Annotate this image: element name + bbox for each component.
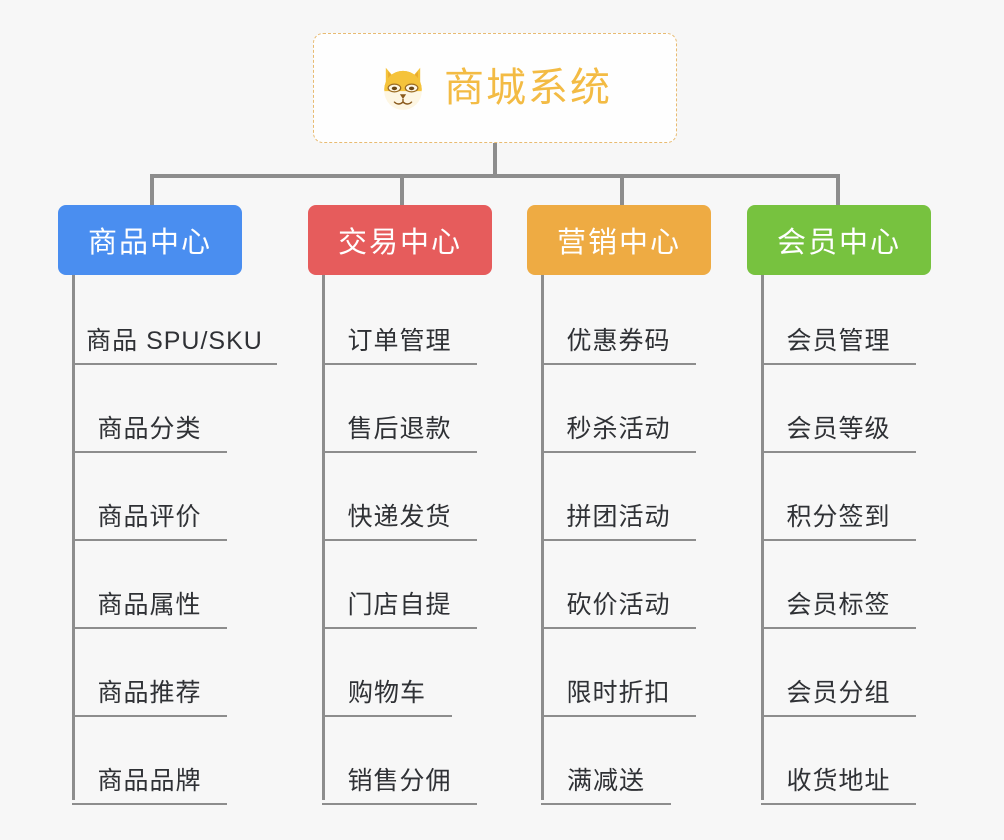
leaf-item[interactable]: 秒杀活动 [541,363,696,453]
connector-drop-1 [150,174,154,206]
leaf-item[interactable]: 会员标签 [761,539,916,629]
leaf-item[interactable]: 售后退款 [322,363,477,453]
leaf-label: 收货地址 [786,767,891,795]
leaf-label: 秒杀活动 [566,415,671,443]
leaf-item[interactable]: 购物车 [322,627,452,717]
category-header-marketing-center[interactable]: 营销中心 [527,205,711,275]
leaf-label: 门店自提 [347,591,452,619]
leaf-item[interactable]: 会员分组 [761,627,916,717]
leaf-label: 满减送 [566,767,645,795]
column-member-center: 会员管理 会员等级 积分签到 会员标签 会员分组 收货地址 [761,275,971,805]
leaf-label: 优惠券码 [566,327,671,355]
leaf-item[interactable]: 会员管理 [761,275,916,365]
leaf-item[interactable]: 积分签到 [761,451,916,541]
leaf-label: 销售分佣 [347,767,452,795]
leaf-item[interactable]: 商品品牌 [72,715,227,805]
leaf-label: 砍价活动 [566,591,671,619]
connector-drop-2 [400,174,404,206]
leaf-item[interactable]: 会员等级 [761,363,916,453]
leaf-label: 会员分组 [786,679,891,707]
leaf-item[interactable]: 优惠券码 [541,275,696,365]
leaf-label: 商品 SPU/SKU [86,327,263,355]
category-header-product-center[interactable]: 商品中心 [58,205,242,275]
category-label: 会员中心 [776,227,901,259]
category-label: 商品中心 [87,227,212,259]
leaf-label: 商品属性 [97,591,202,619]
column-trunk [541,275,544,800]
leaf-item[interactable]: 砍价活动 [541,539,696,629]
leaf-item[interactable]: 快递发货 [322,451,477,541]
leaf-item[interactable]: 销售分佣 [322,715,477,805]
category-header-trade-center[interactable]: 交易中心 [308,205,492,275]
leaf-label: 会员管理 [786,327,891,355]
root-connector-stub [493,143,497,177]
column-product-center: 商品 SPU/SKU 商品分类 商品评价 商品属性 商品推荐 商品品牌 [72,275,282,805]
leaf-label: 商品评价 [97,503,202,531]
leaf-label: 商品推荐 [97,679,202,707]
leaf-label: 购物车 [347,679,426,707]
root-node[interactable]: 商城系统 [313,33,677,143]
leaf-label: 会员标签 [786,591,891,619]
connector-bus [150,174,840,178]
leaf-label: 商品分类 [97,415,202,443]
leaf-item[interactable]: 商品分类 [72,363,227,453]
leaf-item[interactable]: 商品 SPU/SKU [72,275,277,365]
leaf-item[interactable]: 满减送 [541,715,671,805]
leaf-item[interactable]: 拼团活动 [541,451,696,541]
leaf-item[interactable]: 商品评价 [72,451,227,541]
leaf-label: 售后退款 [347,415,452,443]
category-label: 营销中心 [556,227,681,259]
leaf-item[interactable]: 商品推荐 [72,627,227,717]
leaf-label: 积分签到 [786,503,891,531]
leaf-label: 会员等级 [786,415,891,443]
connector-drop-4 [836,174,840,206]
leaf-item[interactable]: 商品属性 [72,539,227,629]
category-header-member-center[interactable]: 会员中心 [747,205,931,275]
root-title: 商城系统 [444,66,612,110]
leaf-label: 拼团活动 [566,503,671,531]
leaf-item[interactable]: 门店自提 [322,539,477,629]
leaf-item[interactable]: 限时折扣 [541,627,696,717]
leaf-label: 商品品牌 [97,767,202,795]
leaf-label: 订单管理 [347,327,452,355]
column-trade-center: 订单管理 售后退款 快递发货 门店自提 购物车 销售分佣 [322,275,532,805]
connector-drop-3 [620,174,624,206]
leaf-label: 限时折扣 [566,679,671,707]
leaf-item[interactable]: 收货地址 [761,715,916,805]
column-trunk [72,275,75,800]
category-label: 交易中心 [337,227,462,259]
column-marketing-center: 优惠券码 秒杀活动 拼团活动 砍价活动 限时折扣 满减送 [541,275,751,805]
leaf-label: 快递发货 [347,503,452,531]
shiba-dog-icon [384,67,422,110]
leaf-item[interactable]: 订单管理 [322,275,477,365]
column-trunk [322,275,325,800]
column-trunk [761,275,764,800]
